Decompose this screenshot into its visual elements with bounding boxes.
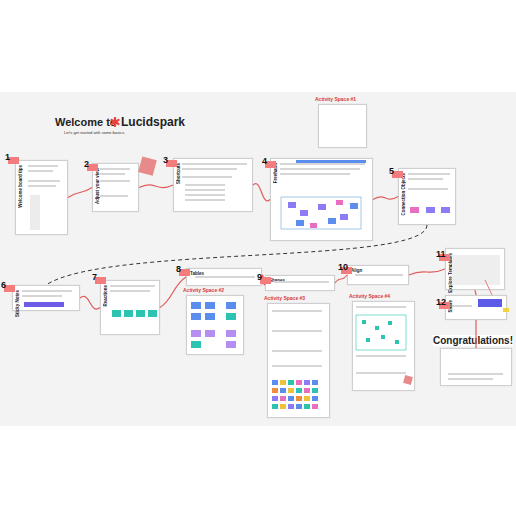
callout-number: 11 xyxy=(436,250,446,259)
lesson-card: Reactions xyxy=(100,280,160,335)
logo-star xyxy=(110,117,120,127)
activity-space: Activity Space #3 xyxy=(267,303,330,418)
callout-text: 10 xyxy=(338,262,348,272)
callout-text: 3 xyxy=(163,155,168,165)
lesson-card: Adjust your view xyxy=(92,163,139,212)
callout-number: 12 xyxy=(436,298,446,307)
connector-line xyxy=(409,269,445,275)
callout-text: 12 xyxy=(436,297,446,307)
callout-number: 2 xyxy=(84,160,89,169)
activity-space: Activity Space #1 xyxy=(318,104,367,148)
card-heading: Adjust your view xyxy=(95,168,100,204)
connector-line xyxy=(80,296,100,309)
lesson-card: Sticky Notes xyxy=(12,285,80,311)
callout-text: 4 xyxy=(262,156,267,166)
connector-line xyxy=(68,188,92,198)
lesson-card: Shapes xyxy=(265,275,335,291)
lesson-card: Share xyxy=(445,295,507,320)
card-heading: Congratulations! xyxy=(433,335,513,346)
callout-number: 1 xyxy=(5,153,10,162)
connector-line xyxy=(475,290,476,295)
card-heading: Activity Space #4 xyxy=(349,293,390,299)
lesson-card: Align xyxy=(347,265,409,285)
callout-text: 5 xyxy=(389,166,394,176)
card-heading: Reactions xyxy=(103,285,108,307)
callout-number: 3 xyxy=(163,156,168,165)
callout-number: 6 xyxy=(1,281,6,290)
lesson-card: Freehand xyxy=(270,158,373,241)
card-heading: Connection Objects xyxy=(401,173,406,216)
callout-text: 8 xyxy=(176,264,181,274)
card-heading: Shapes xyxy=(269,278,285,283)
finish-card: Congratulations! xyxy=(440,348,512,386)
connector-line xyxy=(373,197,398,200)
card-heading: Activity Space #3 xyxy=(264,295,305,301)
board-title: Welcome to xyxy=(55,116,117,128)
callout-text: 9 xyxy=(257,272,262,282)
logo-word: Lucidspark xyxy=(121,115,185,129)
lesson-card: Tables xyxy=(186,268,262,286)
lesson-card: Welcome board tips xyxy=(15,160,68,235)
callout-text: 7 xyxy=(92,272,97,282)
callout-number: 7 xyxy=(92,273,97,282)
card-heading: Align xyxy=(351,268,362,273)
connector-line xyxy=(253,184,270,201)
callout-text: 6 xyxy=(1,280,6,290)
callout-text: 2 xyxy=(84,159,89,169)
card-heading: Welcome board tips xyxy=(18,165,23,208)
card-heading: Sticky Notes xyxy=(15,290,20,317)
callout-number: 4 xyxy=(262,157,267,166)
callout-number: 10 xyxy=(338,263,348,272)
card-heading: Activity Space #1 xyxy=(315,96,356,102)
connector-line xyxy=(335,275,347,283)
lesson-card: Explore Templates xyxy=(445,248,505,290)
card-heading: Tables xyxy=(190,271,204,276)
callout-text: 11 xyxy=(436,249,446,259)
callout-number: 5 xyxy=(389,167,394,176)
lesson-card: Shortcuts xyxy=(173,158,253,212)
lesson-card: Connection Objects xyxy=(398,168,456,225)
connector-line xyxy=(46,225,427,285)
activity-space: Activity Space #2 xyxy=(186,295,244,355)
connector-line xyxy=(475,320,476,348)
callout-text: 1 xyxy=(5,152,10,162)
callout-number: 8 xyxy=(176,265,181,274)
callout-number: 9 xyxy=(257,273,262,282)
activity-space: Activity Space #4 xyxy=(352,301,415,391)
connector-line xyxy=(160,277,186,308)
connector-line xyxy=(262,275,265,285)
connector-line xyxy=(139,185,173,188)
board-caption: Let's get started with some basics. xyxy=(64,130,125,135)
card-heading: Activity Space #2 xyxy=(183,287,224,293)
